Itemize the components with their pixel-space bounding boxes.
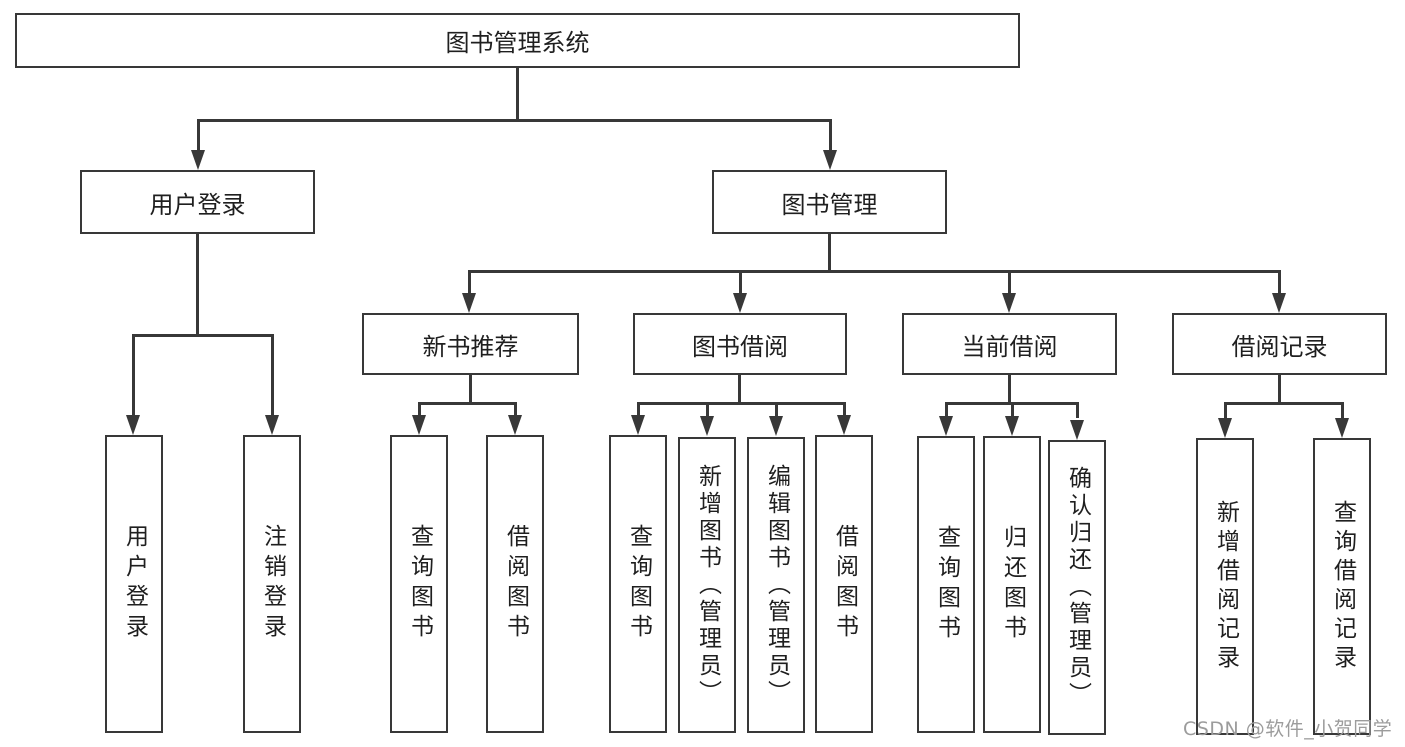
leaf-user-login-label: 用户登录 bbox=[121, 524, 148, 644]
connector-records-hbar bbox=[1224, 402, 1343, 405]
connector-arrow-stem-rr-add bbox=[1224, 402, 1227, 418]
leaf-borrow-borrow-books-label: 借阅图书 bbox=[831, 524, 858, 644]
node-root-label: 图书管理系统 bbox=[445, 29, 590, 57]
connector-arrow-stem-cb-return bbox=[1011, 402, 1014, 416]
csdn-watermark: CSDN @软件_小贺同学 bbox=[1183, 718, 1393, 740]
arrowhead-records-icon bbox=[1272, 293, 1286, 313]
connector-mgmt-hbar bbox=[468, 270, 1280, 273]
leaf-confirm-return-admin: 确认归还（管理员） bbox=[1048, 440, 1106, 735]
leaf-borrow-query-books-label: 查询图书 bbox=[625, 524, 652, 644]
leaf-query-borrow-record-label: 查询借阅记录 bbox=[1329, 499, 1356, 674]
arrowhead-bb-edit-icon bbox=[769, 416, 783, 436]
arrowhead-leaf-logout-icon bbox=[265, 415, 279, 435]
leaf-recommend-borrow-books-label: 借阅图书 bbox=[502, 524, 529, 644]
connector-arrow-stem-recommend bbox=[468, 270, 471, 295]
leaf-add-borrow-record-label: 新增借阅记录 bbox=[1212, 499, 1239, 674]
node-book-borrow-label: 图书借阅 bbox=[692, 332, 788, 361]
connector-arrow-stem-current bbox=[1008, 270, 1011, 295]
leaf-return-book-label: 归还图书 bbox=[999, 524, 1026, 645]
node-user-login-branch-label: 用户登录 bbox=[149, 190, 246, 219]
node-user-login-branch: 用户登录 bbox=[80, 170, 315, 234]
connector-arrow-stem-records bbox=[1278, 270, 1281, 295]
leaf-logout: 注销登录 bbox=[243, 435, 301, 733]
arrowhead-borrow-icon bbox=[733, 293, 747, 313]
node-borrow-records-label: 借阅记录 bbox=[1231, 332, 1328, 361]
connector-bookborrow-hbar bbox=[637, 402, 845, 405]
node-new-book-recommend: 新书推荐 bbox=[362, 313, 579, 375]
leaf-confirm-return-admin-label: 确认归还（管理员） bbox=[1064, 466, 1091, 709]
leaf-add-borrow-record: 新增借阅记录 bbox=[1196, 438, 1254, 735]
arrowhead-bb-query-icon bbox=[631, 415, 645, 435]
connector-recommend-hbar bbox=[418, 402, 516, 405]
arrowhead-rr-add-icon bbox=[1218, 418, 1232, 438]
connector-user-stem bbox=[196, 234, 199, 336]
connector-recommend-stem bbox=[469, 375, 472, 404]
connector-user-hbar bbox=[132, 334, 273, 337]
node-root: 图书管理系统 bbox=[15, 13, 1020, 68]
connector-arrow-stem-cb-confirm bbox=[1076, 402, 1079, 418]
leaf-current-query-books-label: 查询图书 bbox=[933, 524, 960, 645]
node-book-management: 图书管理 bbox=[712, 170, 947, 234]
leaf-borrow-borrow-books: 借阅图书 bbox=[815, 435, 873, 733]
leaf-add-book-admin-label: 新增图书（管理员） bbox=[694, 463, 721, 707]
leaf-recommend-borrow-books: 借阅图书 bbox=[486, 435, 544, 733]
arrowhead-recommend-icon bbox=[462, 293, 476, 313]
leaf-user-login: 用户登录 bbox=[105, 435, 163, 733]
arrowhead-leaf-user-login-icon bbox=[126, 415, 140, 435]
arrowhead-cb-return-icon bbox=[1005, 416, 1019, 436]
node-current-borrow-label: 当前借阅 bbox=[961, 332, 1058, 361]
leaf-query-borrow-record: 查询借阅记录 bbox=[1313, 438, 1371, 735]
leaf-recommend-query-books: 查询图书 bbox=[390, 435, 448, 733]
arrowhead-cb-query-icon bbox=[939, 416, 953, 436]
arrowhead-bb-add-icon bbox=[700, 416, 714, 436]
leaf-edit-book-admin: 编辑图书（管理员） bbox=[747, 437, 805, 733]
arrowhead-cb-confirm-icon bbox=[1070, 420, 1084, 440]
arrowhead-rec-query-icon bbox=[412, 415, 426, 435]
connector-arrow-stem-rec-query bbox=[418, 402, 421, 416]
connector-currentborrow-stem bbox=[1008, 375, 1011, 404]
connector-arrow-stem-user-login bbox=[197, 119, 200, 152]
leaf-return-book: 归还图书 bbox=[983, 436, 1041, 733]
connector-arrow-stem-cb-query bbox=[945, 402, 948, 416]
connector-arrow-stem-bb-add bbox=[706, 402, 709, 416]
connector-arrow-stem-borrow bbox=[739, 270, 742, 295]
leaf-borrow-query-books: 查询图书 bbox=[609, 435, 667, 733]
leaf-current-query-books: 查询图书 bbox=[917, 436, 975, 733]
leaf-edit-book-admin-label: 编辑图书（管理员） bbox=[763, 463, 790, 707]
connector-root-stem bbox=[516, 68, 519, 121]
node-borrow-records: 借阅记录 bbox=[1172, 313, 1387, 375]
connector-records-stem bbox=[1278, 375, 1281, 404]
connector-arrow-stem-rr-query bbox=[1341, 402, 1344, 418]
arrowhead-current-icon bbox=[1002, 293, 1016, 313]
connector-arrow-stem-book-management bbox=[829, 119, 832, 152]
connector-arrow-stem-leaf-logout bbox=[271, 334, 274, 417]
connector-mgmt-stem bbox=[828, 234, 831, 272]
node-current-borrow: 当前借阅 bbox=[902, 313, 1117, 375]
arrowhead-bb-borrow-icon bbox=[837, 415, 851, 435]
connector-root-hbar bbox=[197, 119, 832, 122]
leaf-logout-label: 注销登录 bbox=[259, 524, 286, 644]
connector-bookborrow-stem bbox=[738, 375, 741, 404]
arrowhead-rr-query-icon bbox=[1335, 418, 1349, 438]
connector-arrow-stem-bb-query bbox=[637, 402, 640, 416]
node-book-borrow: 图书借阅 bbox=[633, 313, 847, 375]
connector-arrow-stem-leaf-user-login bbox=[132, 334, 135, 417]
node-book-management-label: 图书管理 bbox=[781, 190, 878, 219]
leaf-recommend-query-books-label: 查询图书 bbox=[406, 524, 433, 644]
arrowhead-rec-borrow-icon bbox=[508, 415, 522, 435]
connector-arrow-stem-rec-borrow bbox=[514, 402, 517, 416]
connector-arrow-stem-bb-borrow bbox=[843, 402, 846, 416]
leaf-add-book-admin: 新增图书（管理员） bbox=[678, 437, 736, 733]
arrowhead-user-login-icon bbox=[191, 150, 205, 170]
node-new-book-recommend-label: 新书推荐 bbox=[422, 332, 519, 361]
arrowhead-book-management-icon bbox=[823, 150, 837, 170]
connector-arrow-stem-bb-edit bbox=[775, 402, 778, 416]
